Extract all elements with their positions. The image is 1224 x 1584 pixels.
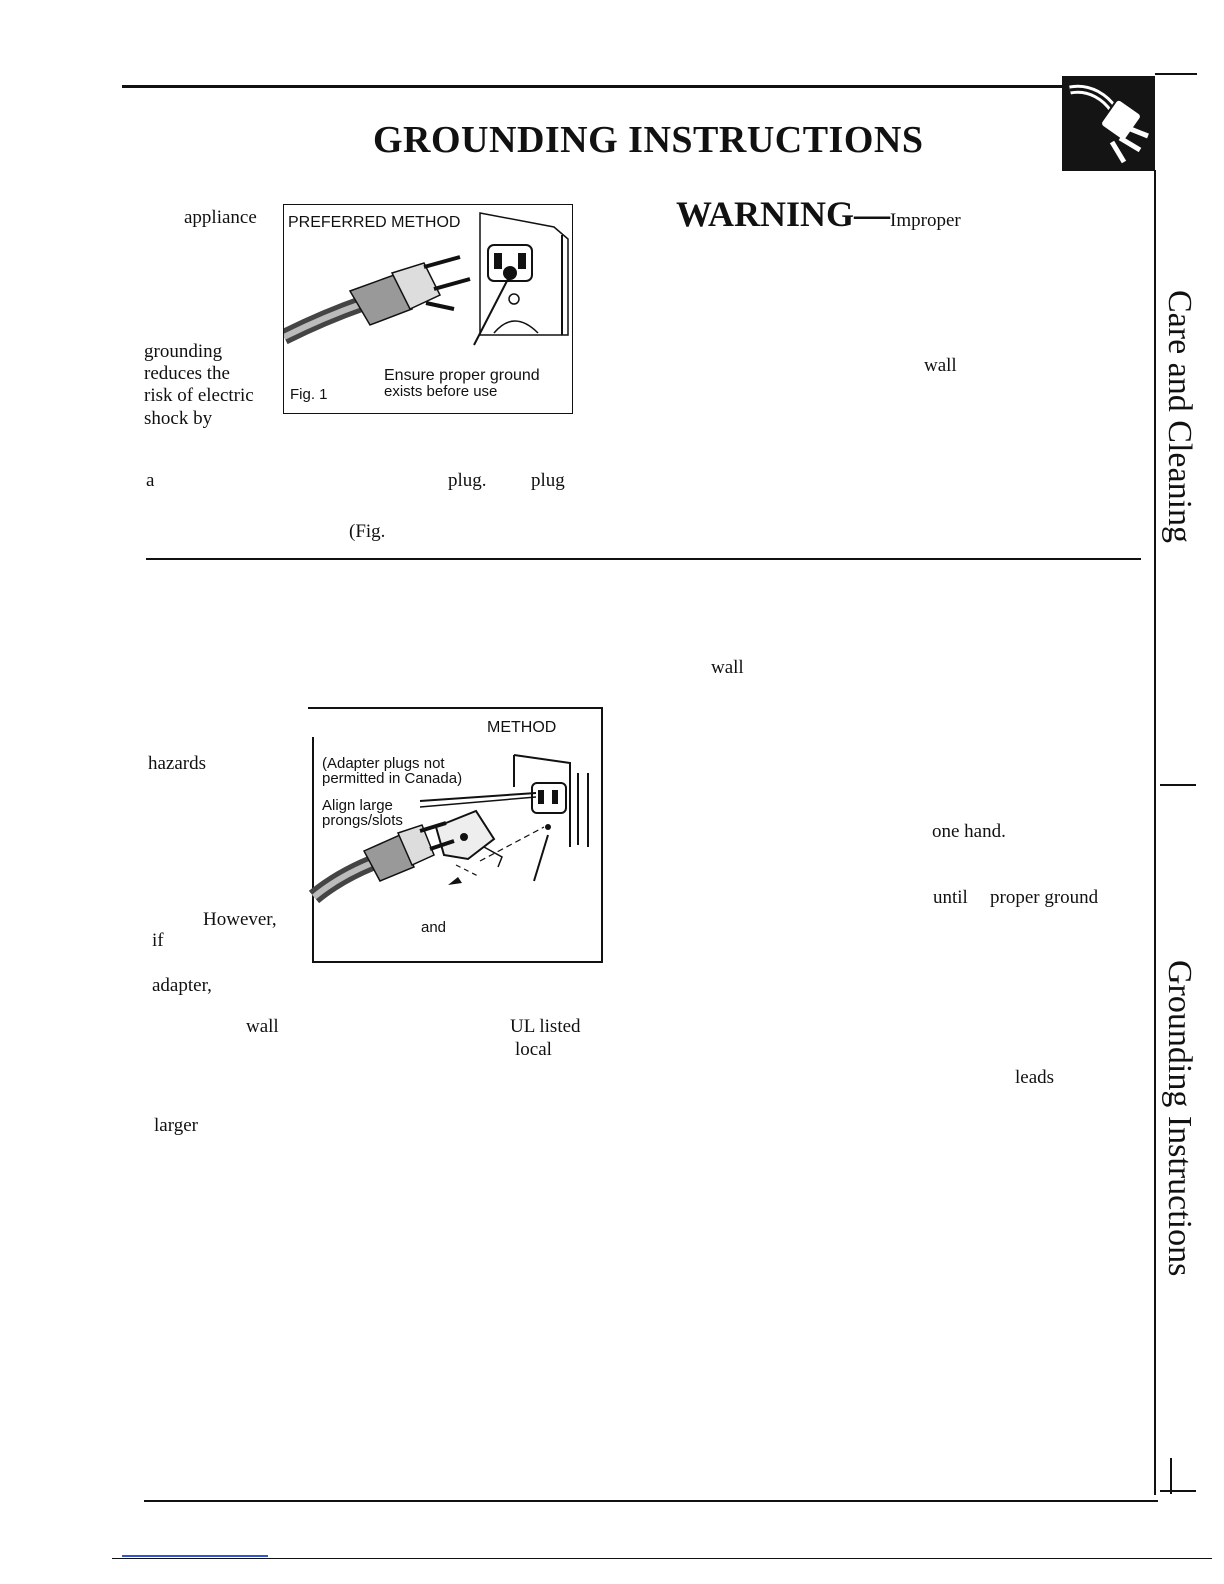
text-appliance: appliance bbox=[184, 207, 257, 228]
figure-preferred-method: PREFERRED METHOD Fig. 1 Ensure proper gr… bbox=[283, 204, 573, 414]
fig2-top-border bbox=[308, 707, 603, 709]
text-proper-ground: proper ground bbox=[990, 887, 1099, 908]
text-grounding: grounding bbox=[144, 341, 223, 362]
text-however: However, bbox=[203, 909, 277, 930]
text-plug-2: plug bbox=[531, 470, 565, 491]
text-larger: larger bbox=[154, 1115, 198, 1136]
warning-dash: — bbox=[854, 194, 891, 234]
figure-2-header: METHOD bbox=[487, 719, 557, 736]
figure-temporary-method: METHOD (Adapter plugs not permitted in C… bbox=[308, 707, 603, 963]
fig2-right-border bbox=[601, 707, 603, 963]
text-wall-left: wall bbox=[246, 1016, 279, 1037]
plug-icon bbox=[1069, 84, 1149, 164]
text-hazards: hazards bbox=[148, 753, 207, 774]
figure-1-caption-2: exists before use bbox=[384, 383, 498, 400]
text-if: if bbox=[152, 930, 164, 951]
figure-1-label: Fig. 1 bbox=[290, 386, 328, 403]
adapter-illustration bbox=[308, 754, 589, 904]
text-ul-listed: UL listed bbox=[510, 1016, 581, 1037]
footer-rule-accent bbox=[122, 1555, 268, 1557]
figure-2-align-2: prongs/slots bbox=[322, 812, 403, 829]
text-plug-1: plug. bbox=[448, 470, 487, 491]
figure-1-header: PREFERRED METHOD bbox=[288, 214, 461, 231]
side-divider-2 bbox=[1160, 1490, 1196, 1492]
side-tab-plug bbox=[1062, 76, 1155, 171]
text-shock: shock by bbox=[144, 408, 213, 429]
figure-2-and: and bbox=[421, 919, 447, 936]
page-title: GROUNDING INSTRUCTIONS bbox=[373, 119, 924, 161]
text-wall-warning: wall bbox=[924, 355, 957, 376]
figure-2-note-2: permitted in Canada) bbox=[322, 770, 463, 787]
right-border bbox=[1154, 170, 1156, 1495]
warning-improper: Improper bbox=[890, 210, 961, 231]
side-tab-grounding: Grounding Instructions bbox=[1161, 960, 1198, 1277]
top-rule bbox=[122, 85, 1070, 88]
text-until: until bbox=[933, 887, 968, 908]
text-risk: risk of electric bbox=[144, 385, 254, 406]
text-adapter: adapter, bbox=[152, 975, 212, 996]
fig2-bottom-border bbox=[312, 961, 603, 963]
text-one-hand: one hand. bbox=[932, 821, 1006, 842]
text-a: a bbox=[146, 470, 155, 491]
figure-2-align-1: Align large bbox=[322, 797, 393, 814]
plug-outlet-illustration bbox=[284, 212, 569, 346]
text-leads: leads bbox=[1015, 1067, 1055, 1088]
bottom-rule bbox=[144, 1500, 1158, 1502]
footer-rule bbox=[112, 1558, 1212, 1559]
text-local: local bbox=[515, 1039, 552, 1060]
section-divider bbox=[146, 558, 1141, 560]
side-divider-1 bbox=[1160, 784, 1196, 786]
fig2-left-border bbox=[312, 737, 314, 963]
side-tab-care-cleaning: Care and Cleaning bbox=[1161, 290, 1198, 544]
figure-2-note-1: (Adapter plugs not bbox=[322, 755, 445, 772]
figure-1-caption-1: Ensure proper ground bbox=[384, 367, 540, 384]
top-rule-right bbox=[1155, 73, 1197, 75]
side-divider-3 bbox=[1170, 1458, 1172, 1494]
text-wall-right: wall bbox=[711, 657, 744, 678]
warning-label: WARNING bbox=[676, 194, 855, 234]
text-reduces: reduces the bbox=[144, 363, 230, 384]
warning-heading: WARNING—Improper bbox=[676, 193, 961, 235]
text-fig: (Fig. bbox=[349, 521, 386, 542]
